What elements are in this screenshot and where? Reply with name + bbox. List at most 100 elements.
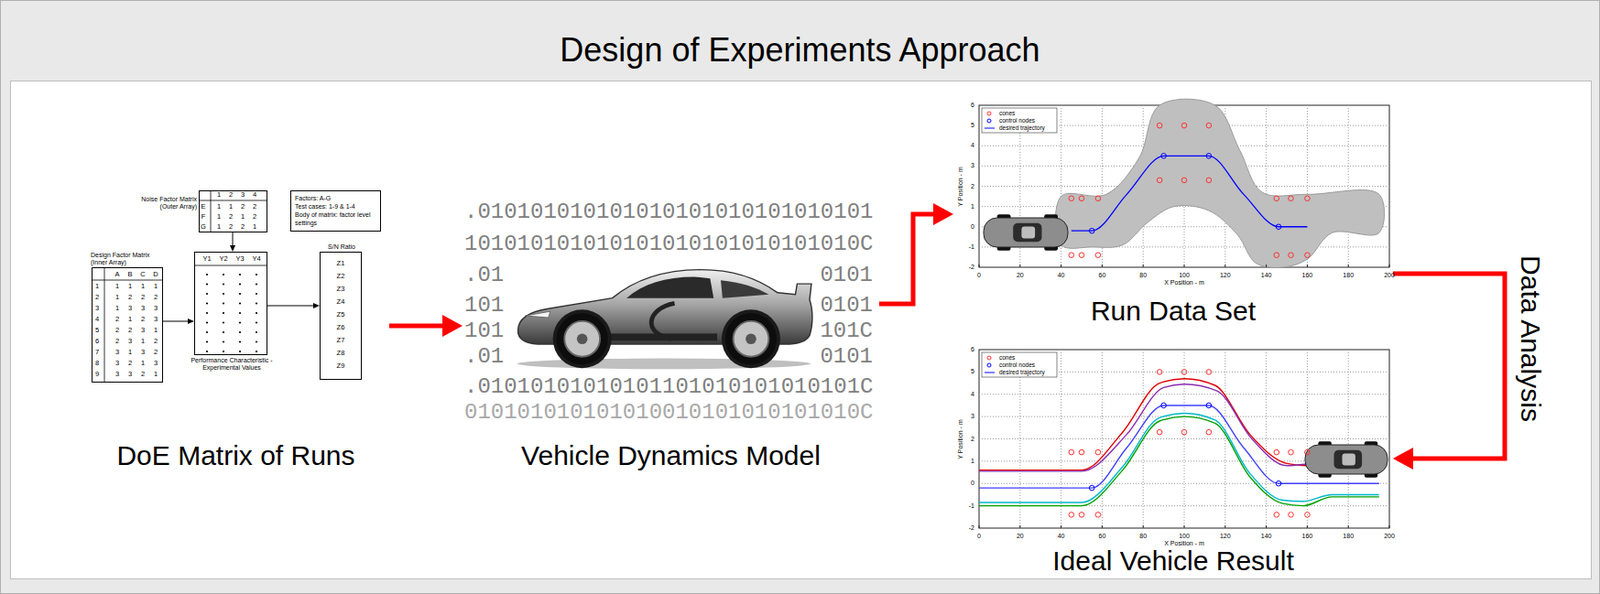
grid-line [1060,349,1062,529]
car-window [626,276,714,298]
cone-marker [1068,512,1075,519]
legend-box [981,352,1057,378]
control-node-marker [1275,224,1282,230]
tick-label: 160 [1302,272,1314,280]
cone-marker [1156,370,1163,376]
tick-mark [1348,264,1350,268]
figure-caption: Ideal Vehicle Result [953,545,1394,578]
grid-line [1265,349,1267,529]
tick-mark [1060,264,1062,268]
legend-sample [984,372,995,374]
table-cell: 1 [153,282,158,292]
car-top-view [983,214,1068,251]
matrix-dot [255,331,258,334]
cone-marker [1068,252,1075,259]
wheel-rim [733,321,770,358]
table-cell: D [152,271,158,280]
arrow-line [1393,273,1505,459]
matrix-dot [255,321,258,324]
table-cell: 9 [95,370,99,380]
matrix-dots [206,273,258,353]
table-cell: 1 [228,203,233,212]
tick-label: 160 [1302,533,1314,541]
doe-table-lines [91,190,268,383]
car-body [1305,445,1388,475]
cone-marker [1288,449,1295,456]
figure-caption: Run Data Set [953,295,1394,328]
table-cell: 1 [115,282,120,292]
binary-text: 0101 [819,262,873,289]
flow-arrow [879,203,954,305]
legend-entry: control nodes [999,361,1035,369]
legend-entry: desired trajectory [999,124,1045,131]
arrow-head [313,303,320,309]
box-text: Test cases: 1-9 & 1-4 [294,202,377,211]
arrow-line [389,324,444,329]
table-cell: 7 [95,348,99,358]
tick-label: 1 [970,457,975,466]
car-sill [610,333,718,341]
axis-title: Y Position - m [957,166,965,207]
cone-marker [1206,177,1212,184]
tick-mark [1019,264,1021,268]
tick-label: -1 [968,243,975,251]
box-heading: S/N Ratio [314,243,370,251]
arrow-line [879,214,935,305]
table-cell: 3 [95,304,99,314]
tick-label: 100 [1178,272,1190,280]
table-cell: 2 [153,348,158,358]
desired-trajectory [1071,155,1308,231]
matrix-dot [239,293,241,295]
table-cell: 2 [240,203,245,212]
tick-mark [1101,525,1103,529]
matrix-dot [239,331,241,334]
cone-marker [1206,429,1212,436]
control-node-marker [1161,402,1167,409]
legend-sample [987,111,991,116]
table-cell: Z9 [337,362,346,371]
wheel-rim [564,321,600,358]
arrow-head [933,203,954,226]
table-cell: 2 [252,203,257,212]
table-cell: 2 [153,337,158,347]
box-heading: Design Factor Matrix (Inner Array) [90,251,164,267]
table-cell: 4 [95,315,99,325]
table-cell: 6 [95,337,99,347]
legend-entry: control nodes [999,117,1035,124]
matrix-dot [206,312,208,315]
tick-label: 5 [970,121,975,130]
tick-mark [1224,264,1226,268]
control-node-marker [1161,153,1167,160]
binary-text: 0101 [819,344,873,371]
legend-entry: cones [999,354,1015,361]
table-cell: 3 [115,348,120,358]
grid-line [1101,349,1103,529]
control-node-marker [1275,480,1282,487]
table-cell: Z4 [337,298,346,307]
tick-label: 40 [1057,533,1066,541]
figure-caption: DoE Matrix of Runs [82,440,390,473]
control-node-marker [1206,402,1212,409]
table-cell: 2 [128,359,132,369]
table-cell: 1 [141,282,145,292]
table-cell: 2 [115,326,120,336]
tick-label: -2 [968,524,975,533]
cone-marker [1288,252,1295,259]
tick-mark [1060,525,1062,529]
tick-label: 0 [977,533,981,541]
table-cell: Y4 [251,255,261,264]
table-cell: 1 [252,223,257,232]
tick-mark [1142,525,1144,529]
performance-matrix: Performance Characteristic - Experimenta… [194,251,268,356]
arrow-line [232,232,234,247]
matrix-dot [255,273,258,276]
matrix-dot [222,282,225,285]
control-node-marker [1088,485,1095,491]
tick-mark [1224,525,1226,529]
figure-caption: Vehicle Dynamics Model [462,440,880,473]
flow-arrow [229,232,236,252]
matrix-dot [255,350,258,353]
binary-text: .01010101010101101010101010101C [464,374,873,401]
flow-arrow [267,303,320,309]
tick-label: 3 [970,413,975,421]
